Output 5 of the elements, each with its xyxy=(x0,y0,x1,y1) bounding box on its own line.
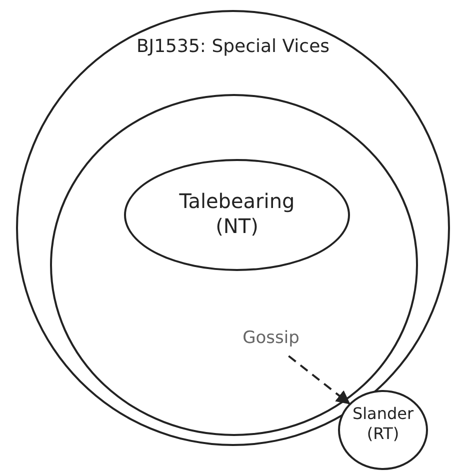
text-label: Gossip xyxy=(226,328,316,350)
arrow xyxy=(288,355,350,404)
node-label: Talebearing (NT) xyxy=(178,189,296,239)
node-label: Slander (RT) xyxy=(351,404,415,444)
node-label: BJ1535: Special Vices xyxy=(135,36,331,58)
